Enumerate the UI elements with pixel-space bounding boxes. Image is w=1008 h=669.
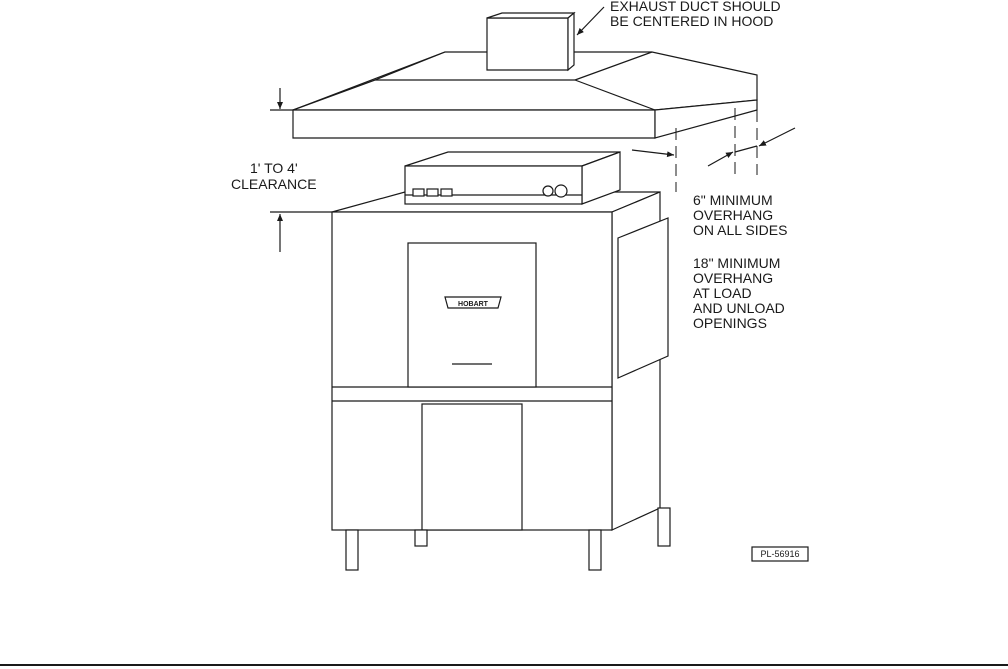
leg-rear-left — [414, 529, 428, 547]
overhang18-line4: AND UNLOAD — [693, 300, 785, 316]
brand-text: HOBART — [458, 301, 489, 308]
control-box-front — [404, 165, 583, 205]
overhang18-line2: OVERHANG — [693, 270, 773, 286]
side-window — [617, 217, 669, 379]
overhang6-line1: 6" MINIMUM — [693, 192, 773, 208]
exhaust-leader-arrow — [576, 6, 605, 36]
overhang18-line1: 18" MINIMUM — [693, 255, 780, 271]
lower-door — [421, 403, 523, 531]
clearance-label-line2: CLEARANCE — [231, 176, 317, 192]
overhang-arrow-inner — [631, 149, 675, 158]
exhaust-hood — [292, 51, 758, 139]
control-knob-2 — [554, 184, 568, 198]
leg-front-left — [345, 529, 359, 571]
part-number-box: PL-56916 — [751, 546, 809, 562]
clearance-label-line1: 1' TO 4' — [250, 160, 298, 176]
brand-plate: HOBART — [444, 296, 502, 309]
part-number: PL-56916 — [760, 549, 799, 559]
dishwasher: HOBART — [331, 191, 669, 531]
exhaust-duct — [486, 11, 576, 72]
overhang6-line2: OVERHANG — [693, 207, 773, 223]
indicator-1 — [412, 188, 425, 197]
dimension-arrows — [270, 6, 796, 252]
overhang-guides — [675, 108, 758, 192]
exhaust-note-line1: EXHAUST DUCT SHOULD — [610, 0, 781, 14]
legs — [345, 507, 671, 571]
exhaust-note-line2: BE CENTERED IN HOOD — [610, 13, 773, 29]
overhang-arrow-left — [707, 151, 734, 167]
overhang18-line3: AT LOAD — [693, 285, 752, 301]
leg-front-right — [588, 529, 602, 571]
upper-door — [407, 242, 537, 388]
control-box — [404, 151, 621, 205]
indicator-3 — [440, 188, 453, 197]
overhang6-line3: ON ALL SIDES — [693, 222, 787, 238]
overhang18-line5: OPENINGS — [693, 315, 767, 331]
indicator-2 — [426, 188, 439, 197]
overhang-arrow-right — [758, 127, 796, 147]
hood-front-face — [292, 109, 656, 139]
leg-rear-right — [657, 507, 671, 547]
control-knob-1 — [542, 185, 554, 197]
